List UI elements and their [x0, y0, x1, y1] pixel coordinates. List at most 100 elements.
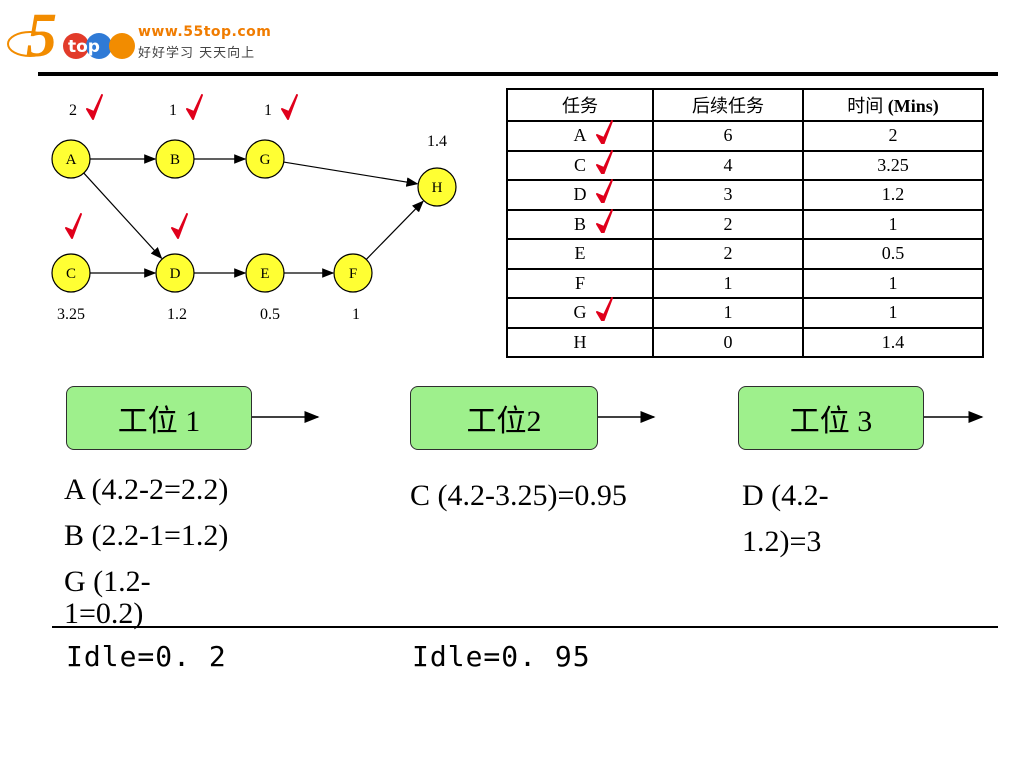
check-icon [596, 297, 613, 321]
cell-task: A [506, 120, 654, 152]
calc-line: 1=0.2) [64, 597, 144, 630]
calc-line: G (1.2- [64, 565, 151, 598]
cell-task: B [506, 208, 654, 240]
cell-successors: 3 [652, 179, 804, 211]
network-edges [83, 154, 424, 278]
node-label: G [260, 152, 271, 168]
cell-task: C [506, 149, 654, 181]
cell-time: 0.5 [802, 238, 984, 270]
header-time: 时间 (Mins) [802, 88, 984, 122]
cell-time: 1 [802, 208, 984, 240]
node-circle [417, 167, 457, 207]
station-1-idle: Idle=0. 2 [66, 640, 227, 673]
calc-line: 1.2)=3 [742, 525, 822, 558]
task-label: B [573, 213, 586, 234]
node-circle [155, 139, 195, 179]
node-C: C 3.25 [51, 213, 91, 323]
cell-task: F [506, 267, 654, 299]
node-A: A2 [51, 94, 103, 179]
logo-slogan: 好好学习 天天向上 [138, 46, 256, 61]
logo-five: 5 [26, 2, 57, 70]
cell-successors: 1 [652, 267, 804, 299]
header-time-label: 时间 [847, 96, 884, 116]
node-H: H1.4 [417, 133, 457, 207]
task-label: H [573, 331, 587, 352]
calc-line: A (4.2-2=2.2) [64, 473, 229, 506]
node-circle [245, 253, 285, 293]
cell-time: 2 [802, 120, 984, 152]
task-label: C [573, 154, 586, 175]
logo-graphic: 5 top [7, 2, 135, 70]
edge-A-D [83, 172, 163, 260]
cell-task: D [506, 179, 654, 211]
cell-successors: 2 [652, 238, 804, 270]
node-circle [333, 253, 373, 293]
cell-time: 3.25 [802, 149, 984, 181]
header-time-unit: (Mins) [887, 96, 939, 116]
header-task: 任务 [506, 88, 654, 122]
task-label: D [573, 184, 587, 205]
station-1-arrow [252, 411, 320, 423]
node-D: D1.2 [155, 213, 195, 323]
calc-line: D (4.2- [742, 479, 829, 512]
node-label: C [66, 266, 76, 282]
cell-task: E [506, 238, 654, 270]
edge-G-H [283, 161, 419, 187]
task-label: E [574, 243, 586, 264]
node-B: B1 [155, 94, 203, 179]
cell-task: G [506, 297, 654, 329]
node-circle [245, 139, 285, 179]
cell-task: H [506, 326, 654, 358]
check-icon [596, 208, 613, 233]
content-divider [52, 626, 998, 628]
node-G: G1 [245, 94, 298, 179]
edge-F-H [365, 200, 424, 260]
station-2-arrow [598, 411, 656, 423]
check-icon [65, 213, 82, 239]
check-icon [86, 94, 103, 120]
node-circle [155, 253, 195, 293]
site-logo: 5 top www.55top.com 好好学习 天天向上 [4, 0, 304, 74]
station-3-arrow [924, 411, 984, 423]
cell-successors: 2 [652, 208, 804, 240]
node-circle [51, 253, 91, 293]
check-icon [281, 94, 298, 120]
cell-time: 1.2 [802, 179, 984, 211]
logo-url[interactable]: www.55top.com [138, 24, 272, 40]
cell-time: 1 [802, 297, 984, 329]
check-icon [596, 179, 613, 203]
check-icon [596, 120, 613, 144]
station-2-box: 工位2 [410, 386, 598, 450]
cell-successors: 1 [652, 297, 804, 329]
node-duration: 1 [169, 102, 177, 119]
node-duration: 2 [69, 102, 77, 119]
station-1-box: 工位 1 [66, 386, 252, 450]
cell-successors: 0 [652, 326, 804, 358]
cell-successors: 6 [652, 120, 804, 152]
node-duration: 1 [264, 102, 272, 119]
node-label: B [170, 152, 180, 168]
node-label: D [170, 266, 181, 282]
logo-letters: top [68, 37, 100, 57]
calc-line: B (2.2-1=1.2) [64, 519, 229, 552]
cell-successors: 4 [652, 149, 804, 181]
check-icon [186, 94, 203, 120]
table-header-row: 任务 后续任务 时间 (Mins) [506, 88, 984, 122]
node-label: H [432, 180, 443, 196]
node-duration: 0.5 [260, 306, 280, 323]
check-icon [596, 149, 613, 174]
task-label: G [573, 302, 587, 323]
task-label: A [573, 125, 587, 146]
cell-time: 1.4 [802, 326, 984, 358]
node-duration: 3.25 [57, 306, 85, 323]
